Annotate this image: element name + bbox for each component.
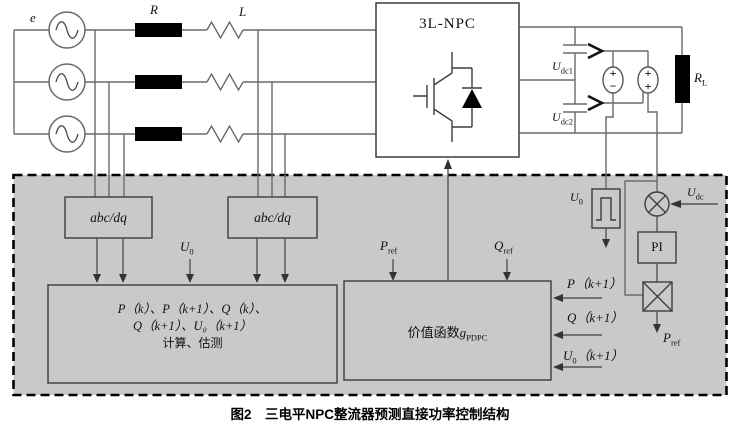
arrow-dq2-a — [253, 274, 261, 283]
sine-glyph-c — [55, 125, 79, 143]
arrow-pref-in — [389, 272, 397, 281]
inductor-c-icon — [206, 124, 244, 144]
udc1-sense-wire — [602, 50, 649, 67]
u0-k1-label: U0（k+1） — [563, 348, 624, 366]
udc2-sense-wire — [602, 92, 644, 104]
estimator-text: P（k）、P（k+1）、Q（k）、 Q（k+1）、U₀（k+1） 计算、估测 — [48, 301, 337, 352]
resistor-c-icon — [135, 127, 182, 141]
source-label: e — [30, 10, 36, 25]
qref-input-label: Qref — [494, 238, 513, 256]
delta-udc-wire — [605, 93, 614, 189]
abc-dq-right-box — [227, 196, 318, 239]
inductor-b-icon — [206, 72, 244, 92]
arrow-dq2-b — [281, 274, 289, 283]
arrowheads — [93, 159, 681, 371]
estimator-line-3: 计算、估测 — [162, 336, 223, 350]
arrow-to-npc — [444, 159, 452, 169]
comparator-x-icon — [648, 195, 666, 213]
npc-converter — [375, 2, 520, 158]
npc-box — [375, 2, 520, 158]
summer-diff-icon — [602, 66, 624, 94]
inductor-label: L — [239, 4, 247, 19]
u0-input-label: U0 — [180, 239, 194, 257]
p-k1-label: P（k+1） — [567, 276, 622, 291]
grid-voltage-taps — [94, 30, 125, 197]
pref-output-label: Pref — [663, 330, 681, 348]
udc2-sensor-icon — [587, 94, 605, 112]
hysteresis-label: U0 — [570, 190, 583, 207]
arrow-u0k1 — [553, 363, 563, 371]
summer-sum-icon — [637, 66, 659, 94]
estimator-line-1: P（k）、P（k+1）、Q（k）、 — [117, 302, 268, 316]
q-k1-label: Q（k+1） — [567, 310, 624, 325]
voltage-sensors — [587, 42, 605, 112]
load-resistor-icon — [675, 55, 690, 103]
figure-caption: 图2 三电平NPC整流器预测直接功率控制结构 — [230, 407, 510, 422]
sine-glyph-b — [55, 73, 79, 91]
igbt-icon — [413, 52, 482, 142]
arrow-dq1-a — [93, 274, 101, 283]
sum-udc-wire — [647, 93, 658, 192]
summer-sum-plus-top: + — [644, 66, 652, 80]
arrow-u0-in — [186, 274, 194, 283]
diode-icon — [462, 89, 482, 108]
hysteresis-pulse-icon — [596, 197, 616, 221]
inductor-a-icon — [206, 20, 244, 40]
abc-dq-left-label: abc/dq — [90, 210, 127, 225]
dc-capacitors — [563, 27, 587, 133]
abc-dq-right-label: abc/dq — [254, 210, 291, 225]
udc-ref-label: Udc — [687, 185, 704, 202]
pi-label: PI — [651, 239, 663, 254]
multiplier-x-icon — [642, 281, 673, 312]
udc1-sensor-icon — [587, 42, 605, 60]
dq-right-outputs — [256, 238, 286, 275]
summer-diff-minus: − — [609, 79, 617, 93]
cost-function-label: 价值函数gPDPC — [407, 325, 488, 343]
prediction-input-wires — [562, 297, 602, 368]
ref-input-wires — [392, 259, 508, 273]
abc-dq-left-box — [64, 196, 153, 239]
summer-diff-plus: + — [609, 66, 617, 80]
converter-side-taps — [257, 30, 286, 197]
estimator-line-2: Q（k+1）、U₀（k+1） — [132, 319, 253, 333]
resistor-b-icon — [135, 75, 182, 89]
arrow-qref-in — [503, 272, 511, 281]
pref-input-label: Pref — [380, 238, 398, 256]
sine-glyph-a — [55, 21, 79, 39]
arrow-qk1 — [553, 331, 563, 339]
arrow-pk1 — [553, 294, 563, 302]
control-wires — [96, 168, 718, 368]
udc-feedback-wire — [624, 180, 657, 296]
estimator-box — [47, 284, 338, 384]
dc-rails — [519, 26, 682, 134]
arrow-udc-ref — [670, 200, 681, 208]
converter-title: 3L-NPC — [419, 16, 476, 32]
resistor-label: R — [150, 2, 158, 17]
resistors — [135, 23, 690, 141]
ac-sources — [48, 11, 86, 153]
resistor-a-icon — [135, 23, 182, 37]
arrow-hysteresis-out — [602, 239, 610, 248]
load-label: RL — [694, 70, 708, 88]
summers — [602, 66, 659, 94]
arrow-pref-out — [653, 324, 661, 333]
dq-left-outputs — [96, 238, 124, 275]
arrow-dq1-b — [119, 274, 127, 283]
summer-sum-plus-bottom: + — [644, 79, 652, 93]
udc2-label: Udc2 — [552, 110, 573, 127]
udc1-label: Udc1 — [552, 59, 573, 76]
